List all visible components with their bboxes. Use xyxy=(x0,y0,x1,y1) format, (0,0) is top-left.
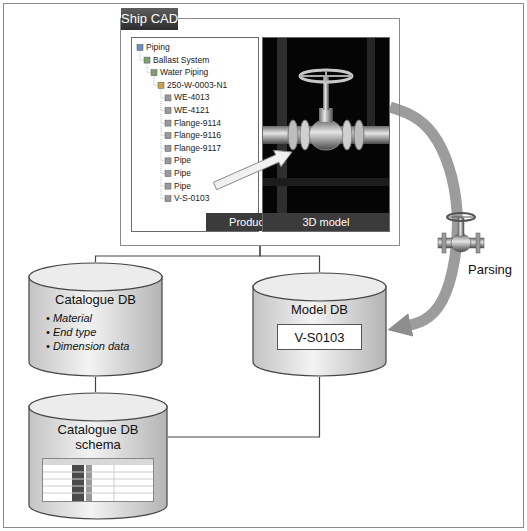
link-line xyxy=(96,246,261,262)
tree-item: Water Piping xyxy=(160,67,208,78)
tree-item: WE-4013 xyxy=(174,92,209,103)
valve-icon xyxy=(436,208,486,260)
database-cylinder: Catalogue DB • Material• End type• Dimens… xyxy=(28,262,163,377)
database-title: Model DB xyxy=(260,302,380,317)
database-title: Catalogue DB schema xyxy=(43,422,153,452)
edge-label: Parsing xyxy=(466,262,514,277)
model-3d-panel: 3D model xyxy=(262,37,390,232)
parsing-arrow xyxy=(390,107,457,327)
database-cylinder: V-S0103 Model DB xyxy=(252,272,387,377)
tree-item: 250-W-0003-N1 xyxy=(167,80,227,91)
link-line xyxy=(260,246,320,272)
ship-cad-frame: Product structurePipingBallast SystemWat… xyxy=(120,18,400,246)
link-line xyxy=(168,377,320,437)
link-line xyxy=(95,377,96,392)
bullet-item: • End type xyxy=(46,326,96,339)
tree-item: Flange-9117 xyxy=(174,143,221,154)
pipe-3d-scene xyxy=(263,38,389,214)
tree-item: WE-4121 xyxy=(174,105,209,116)
cylinder-outline xyxy=(28,392,168,520)
tree-item: Flange-9114 xyxy=(174,118,221,129)
tree-item: V-S-0103 xyxy=(174,193,209,204)
product-structure-panel: Product structurePipingBallast SystemWat… xyxy=(131,37,259,232)
tree-item: Piping xyxy=(146,42,170,53)
database-title: Catalogue DB xyxy=(36,292,156,307)
tree-item: Pipe xyxy=(174,181,191,192)
record-box: V-S0103 xyxy=(277,324,362,350)
tree-item: Flange-9116 xyxy=(174,130,221,141)
frame-title: Ship CAD xyxy=(121,8,178,30)
record-label: V-S0103 xyxy=(295,330,345,345)
tree-item: Ballast System xyxy=(153,55,209,66)
bullet-item: • Dimension data xyxy=(46,340,129,353)
tree-item: Pipe xyxy=(174,155,191,166)
bullet-item: • Material xyxy=(46,312,92,325)
panel-caption: 3D model xyxy=(263,213,389,231)
database-cylinder: Catalogue DB schema xyxy=(28,392,168,520)
tree-item: Pipe xyxy=(174,168,191,179)
